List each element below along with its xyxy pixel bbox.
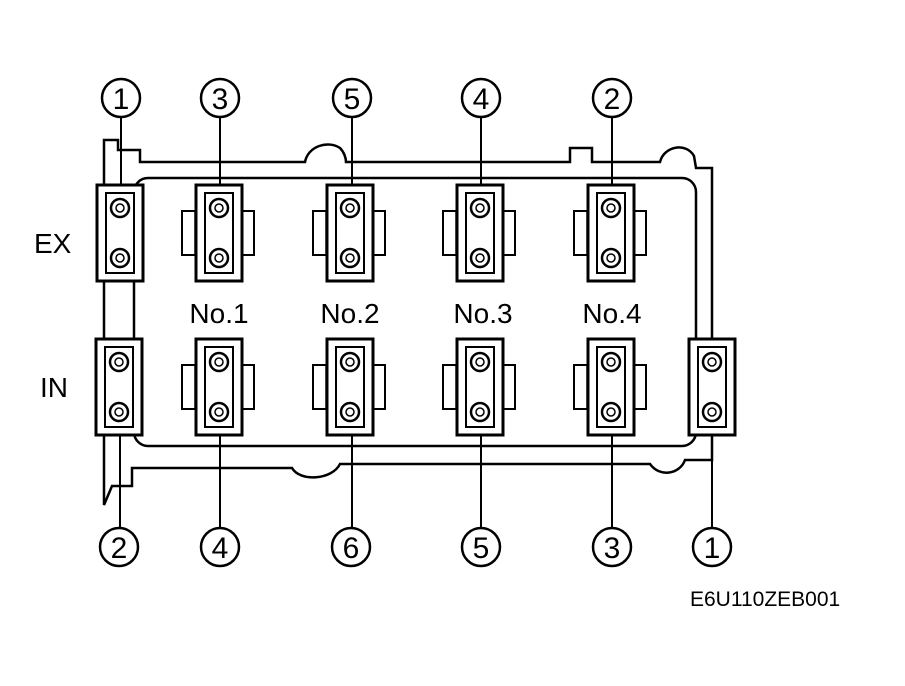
top-leader-lines <box>120 118 613 186</box>
in-front-end-cap <box>94 337 144 437</box>
sequence-marker: 2 <box>591 77 633 119</box>
ex-journal-ears <box>181 210 647 256</box>
sequence-number: 4 <box>212 532 229 565</box>
ex-end-cap <box>95 183 145 283</box>
sequence-number: 3 <box>604 532 621 565</box>
cylinder-head-outline <box>102 138 714 506</box>
sequence-marker: 1 <box>691 526 733 568</box>
in-cap-no2 <box>325 337 375 437</box>
journal-label: No.1 <box>189 298 248 329</box>
journal-label: No.3 <box>453 298 512 329</box>
sequence-marker: 4 <box>460 77 502 119</box>
sequence-marker: 5 <box>331 77 373 119</box>
sequence-marker: 1 <box>100 77 142 119</box>
sequence-number: 3 <box>212 83 229 116</box>
sequence-marker: 5 <box>460 526 502 568</box>
ex-cap-no4 <box>586 183 636 283</box>
sequence-number: 1 <box>704 532 721 565</box>
ex-cap-no2 <box>325 183 375 283</box>
sequence-marker: 4 <box>199 526 241 568</box>
sequence-number: 5 <box>473 532 490 565</box>
journal-label: No.2 <box>320 298 379 329</box>
sequence-marker: 3 <box>199 77 241 119</box>
in-journal-ears <box>181 364 647 410</box>
in-cap-no4 <box>586 337 636 437</box>
sequence-marker: 6 <box>330 526 372 568</box>
ex-cap-no1 <box>194 183 244 283</box>
in-rear-end-cap <box>687 337 737 437</box>
sequence-number: 4 <box>473 83 490 116</box>
ex-cap-no3 <box>455 183 505 283</box>
journal-label: No.4 <box>582 298 641 329</box>
ex-row-label: EX <box>34 228 72 259</box>
figure-code: E6U110ZEB001 <box>690 588 841 611</box>
sequence-number: 2 <box>111 532 128 565</box>
sequence-number: 2 <box>604 83 621 116</box>
sequence-marker: 2 <box>98 526 140 568</box>
bottom-sequence-markers: 2 4 6 5 3 1 <box>98 526 733 568</box>
in-cap-no3 <box>455 337 505 437</box>
sequence-number: 1 <box>113 83 130 116</box>
in-row-label: IN <box>40 372 68 403</box>
ex-bearing-caps <box>95 183 636 283</box>
sequence-marker: 3 <box>591 526 633 568</box>
top-sequence-markers: 1 3 5 4 2 <box>100 77 633 119</box>
sequence-number: 6 <box>343 532 360 565</box>
sequence-number: 5 <box>344 83 361 116</box>
in-cap-no1 <box>194 337 244 437</box>
bottom-leader-lines <box>119 434 713 528</box>
